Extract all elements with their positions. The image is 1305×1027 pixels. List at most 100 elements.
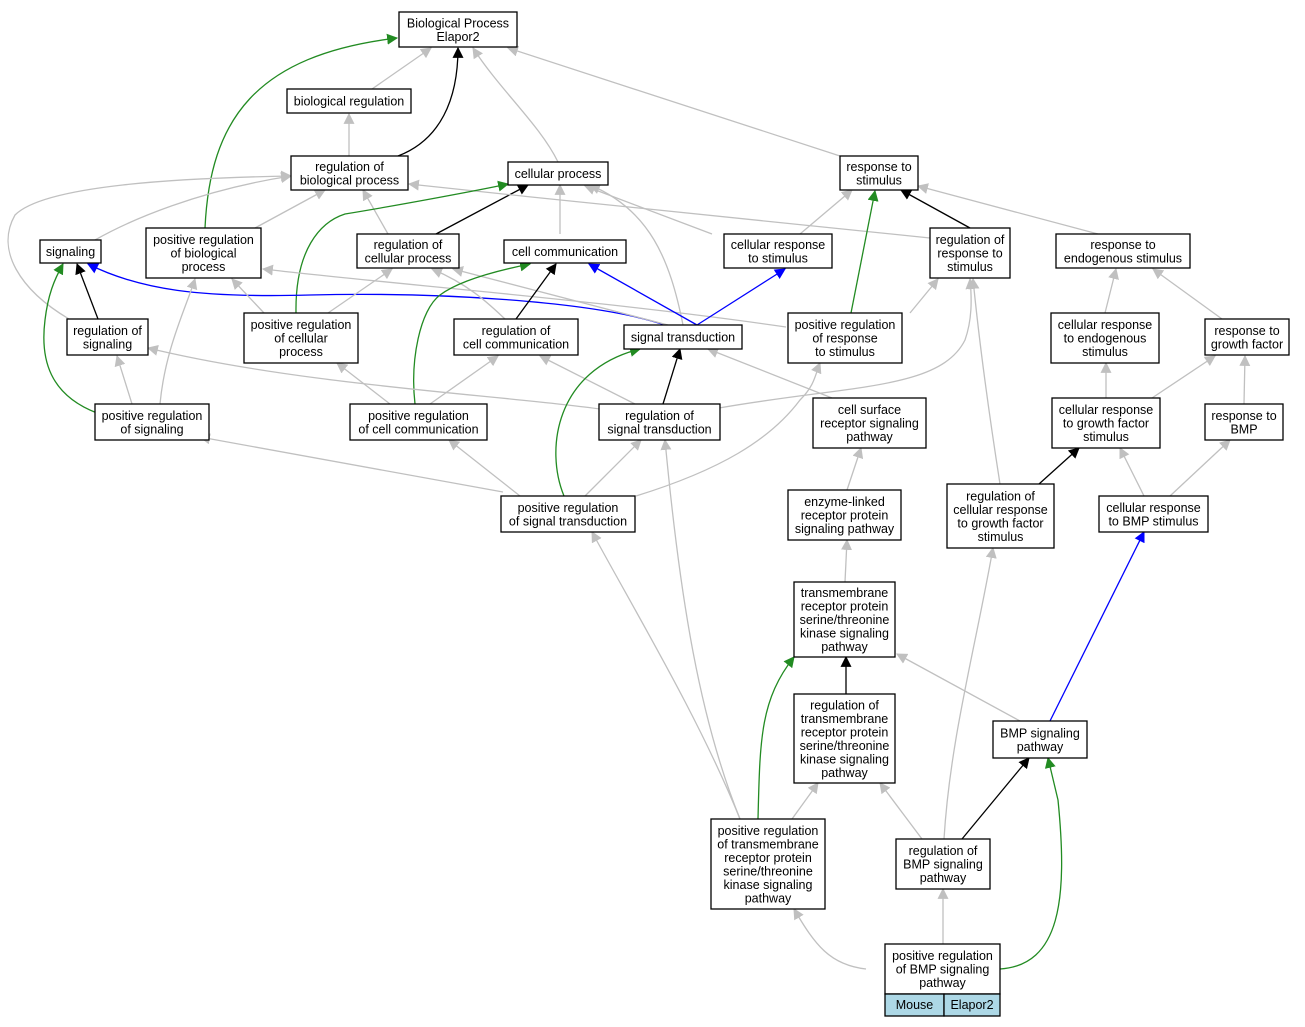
go-term-label-line: signal transduction <box>607 422 711 436</box>
go-term-box <box>349 403 488 441</box>
go-term-label-line: cell surface <box>838 403 901 417</box>
go-term-label-line: cellular response <box>953 503 1048 517</box>
go-term-label-line: of biological <box>170 247 236 261</box>
go-term-label-line: response to <box>1211 409 1276 423</box>
go-term-label-line: Biological Process <box>407 16 509 30</box>
is-a-edge <box>429 355 499 405</box>
legend-gene-cell <box>943 993 1001 1017</box>
go-term-label-line: serine/threonine <box>800 739 890 753</box>
go-term-sigtrans[interactable]: signal transduction <box>623 324 743 350</box>
positively-regulates-edge <box>413 260 532 405</box>
is-a-edge <box>7 170 293 320</box>
go-term-label-line: pathway <box>1017 740 1064 754</box>
go-term-label-line: receptor signaling <box>820 417 919 431</box>
go-term-cellproc[interactable]: cellular process <box>507 161 609 186</box>
go-term-box <box>66 318 149 356</box>
go-term-box <box>39 239 102 264</box>
positively-regulates-edge <box>999 756 1063 970</box>
is-a-edge <box>198 433 504 493</box>
go-term-label-line: signaling <box>83 337 132 351</box>
is-a-edge <box>591 531 741 820</box>
part-of-edge <box>1038 447 1080 485</box>
go-term-box <box>243 312 359 364</box>
is-a-edge <box>879 782 923 840</box>
go-term-label-line: endogenous stimulus <box>1064 251 1182 265</box>
go-term-label-line: biological regulation <box>294 95 405 109</box>
go-term-label-line: kinase signaling <box>724 878 813 892</box>
part-of-edge <box>662 347 683 405</box>
go-term-signaling[interactable]: signaling <box>39 239 102 264</box>
go-term-label-line: to BMP stimulus <box>1108 514 1198 528</box>
is-a-edge <box>451 266 669 326</box>
positively-regulates-edge <box>204 33 399 229</box>
go-term-label-line: kinase signaling <box>800 752 889 766</box>
go-term-label-line: BMP signaling <box>1000 726 1080 740</box>
go-term-label-line: regulation of <box>936 233 1005 247</box>
go-term-label-line: of signaling <box>120 422 183 436</box>
go-term-label-line: regulation of <box>482 324 551 338</box>
go-term-label-line: growth factor <box>1211 337 1283 351</box>
is-a-edge <box>841 538 853 583</box>
go-term-box <box>1204 318 1290 356</box>
positively-regulates-edge <box>295 180 510 314</box>
positively-regulates-edge <box>757 656 795 820</box>
go-term-label-line: stimulus <box>856 173 902 187</box>
is-a-edge <box>909 278 939 314</box>
positively-regulates-edge <box>850 189 879 314</box>
go-term-box <box>1204 403 1284 441</box>
go-term-label-line: positive regulation <box>251 318 352 332</box>
go-term-bioreg[interactable]: biological regulation <box>286 88 412 114</box>
go-term-box <box>145 227 262 279</box>
go-term-label-line: cellular process <box>515 167 602 181</box>
go-term-label-line: BMP <box>1230 422 1257 436</box>
is-a-edge <box>1151 355 1216 399</box>
gene-legend: Mouse Elapor2 <box>884 993 1001 1017</box>
go-term-box <box>500 495 636 533</box>
part-of-edge <box>397 46 464 157</box>
go-term-label-line: regulation of <box>810 698 879 712</box>
go-term-label-line: receptor protein <box>801 600 889 614</box>
go-term-label-line: biological process <box>300 173 399 187</box>
go-term-label-line: of transmembrane <box>717 837 818 851</box>
go-term-box <box>787 489 902 541</box>
go-term-label-line: serine/threonine <box>800 613 890 627</box>
go-term-label-line: stimulus <box>1082 345 1128 359</box>
go-term-label-line: cellular response <box>731 238 826 252</box>
go-term-label-line: stimulus <box>1083 430 1129 444</box>
go-term-box <box>839 155 919 191</box>
go-term-box <box>723 233 833 269</box>
is-a-edge <box>799 189 853 235</box>
go-term-label-line: of cellular <box>274 332 328 346</box>
go-term-cellcomm[interactable]: cell communication <box>503 239 627 264</box>
